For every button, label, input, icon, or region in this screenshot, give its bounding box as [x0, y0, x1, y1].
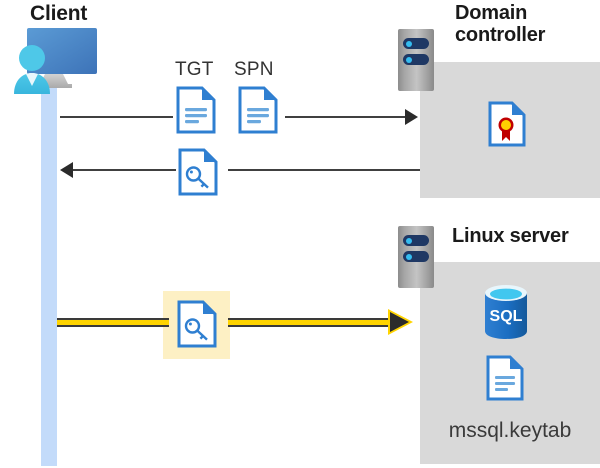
- domain-controller-title: Domain controller: [455, 2, 546, 47]
- connect-flow-arrowhead-inner: [390, 312, 409, 332]
- tgt-label: TGT: [175, 59, 214, 80]
- linux-server-rack-icon: [398, 226, 434, 288]
- request-flow-line-left: [60, 116, 173, 118]
- rack-bay: [403, 235, 429, 246]
- domain-controller-rack-icon: [398, 29, 434, 91]
- connect-ticket-document-key-icon: [177, 300, 217, 348]
- response-flow-arrowhead: [60, 162, 73, 178]
- response-flow-line-left: [73, 169, 176, 171]
- rack-bay: [403, 38, 429, 49]
- rack-led: [406, 56, 412, 63]
- linux-server-title: Linux server: [452, 225, 569, 247]
- connect-flow-line-right: [228, 318, 392, 327]
- client-title: Client: [30, 2, 88, 25]
- service-ticket-document-key-icon: [178, 148, 218, 196]
- spn-label: SPN: [234, 59, 274, 80]
- request-flow-line-right: [285, 116, 405, 118]
- tgt-document-icon: [176, 86, 216, 134]
- rack-bay: [403, 251, 429, 262]
- certificate-document-icon: [488, 101, 526, 147]
- keytab-document-icon: [486, 355, 524, 401]
- connect-flow-line-left: [57, 318, 169, 327]
- spn-document-icon: [238, 86, 278, 134]
- rack-led: [406, 237, 412, 244]
- rack-led: [406, 40, 412, 47]
- keytab-filename-label: mssql.keytab: [448, 419, 572, 442]
- sql-database-icon: SQL: [481, 283, 531, 341]
- sql-icon-text: SQL: [490, 308, 523, 325]
- rack-bay: [403, 54, 429, 65]
- client-computer-icon: [6, 26, 102, 96]
- request-flow-arrowhead: [405, 109, 418, 125]
- client-lifeline: [41, 88, 57, 466]
- rack-led: [406, 253, 412, 260]
- response-flow-line-right: [228, 169, 420, 171]
